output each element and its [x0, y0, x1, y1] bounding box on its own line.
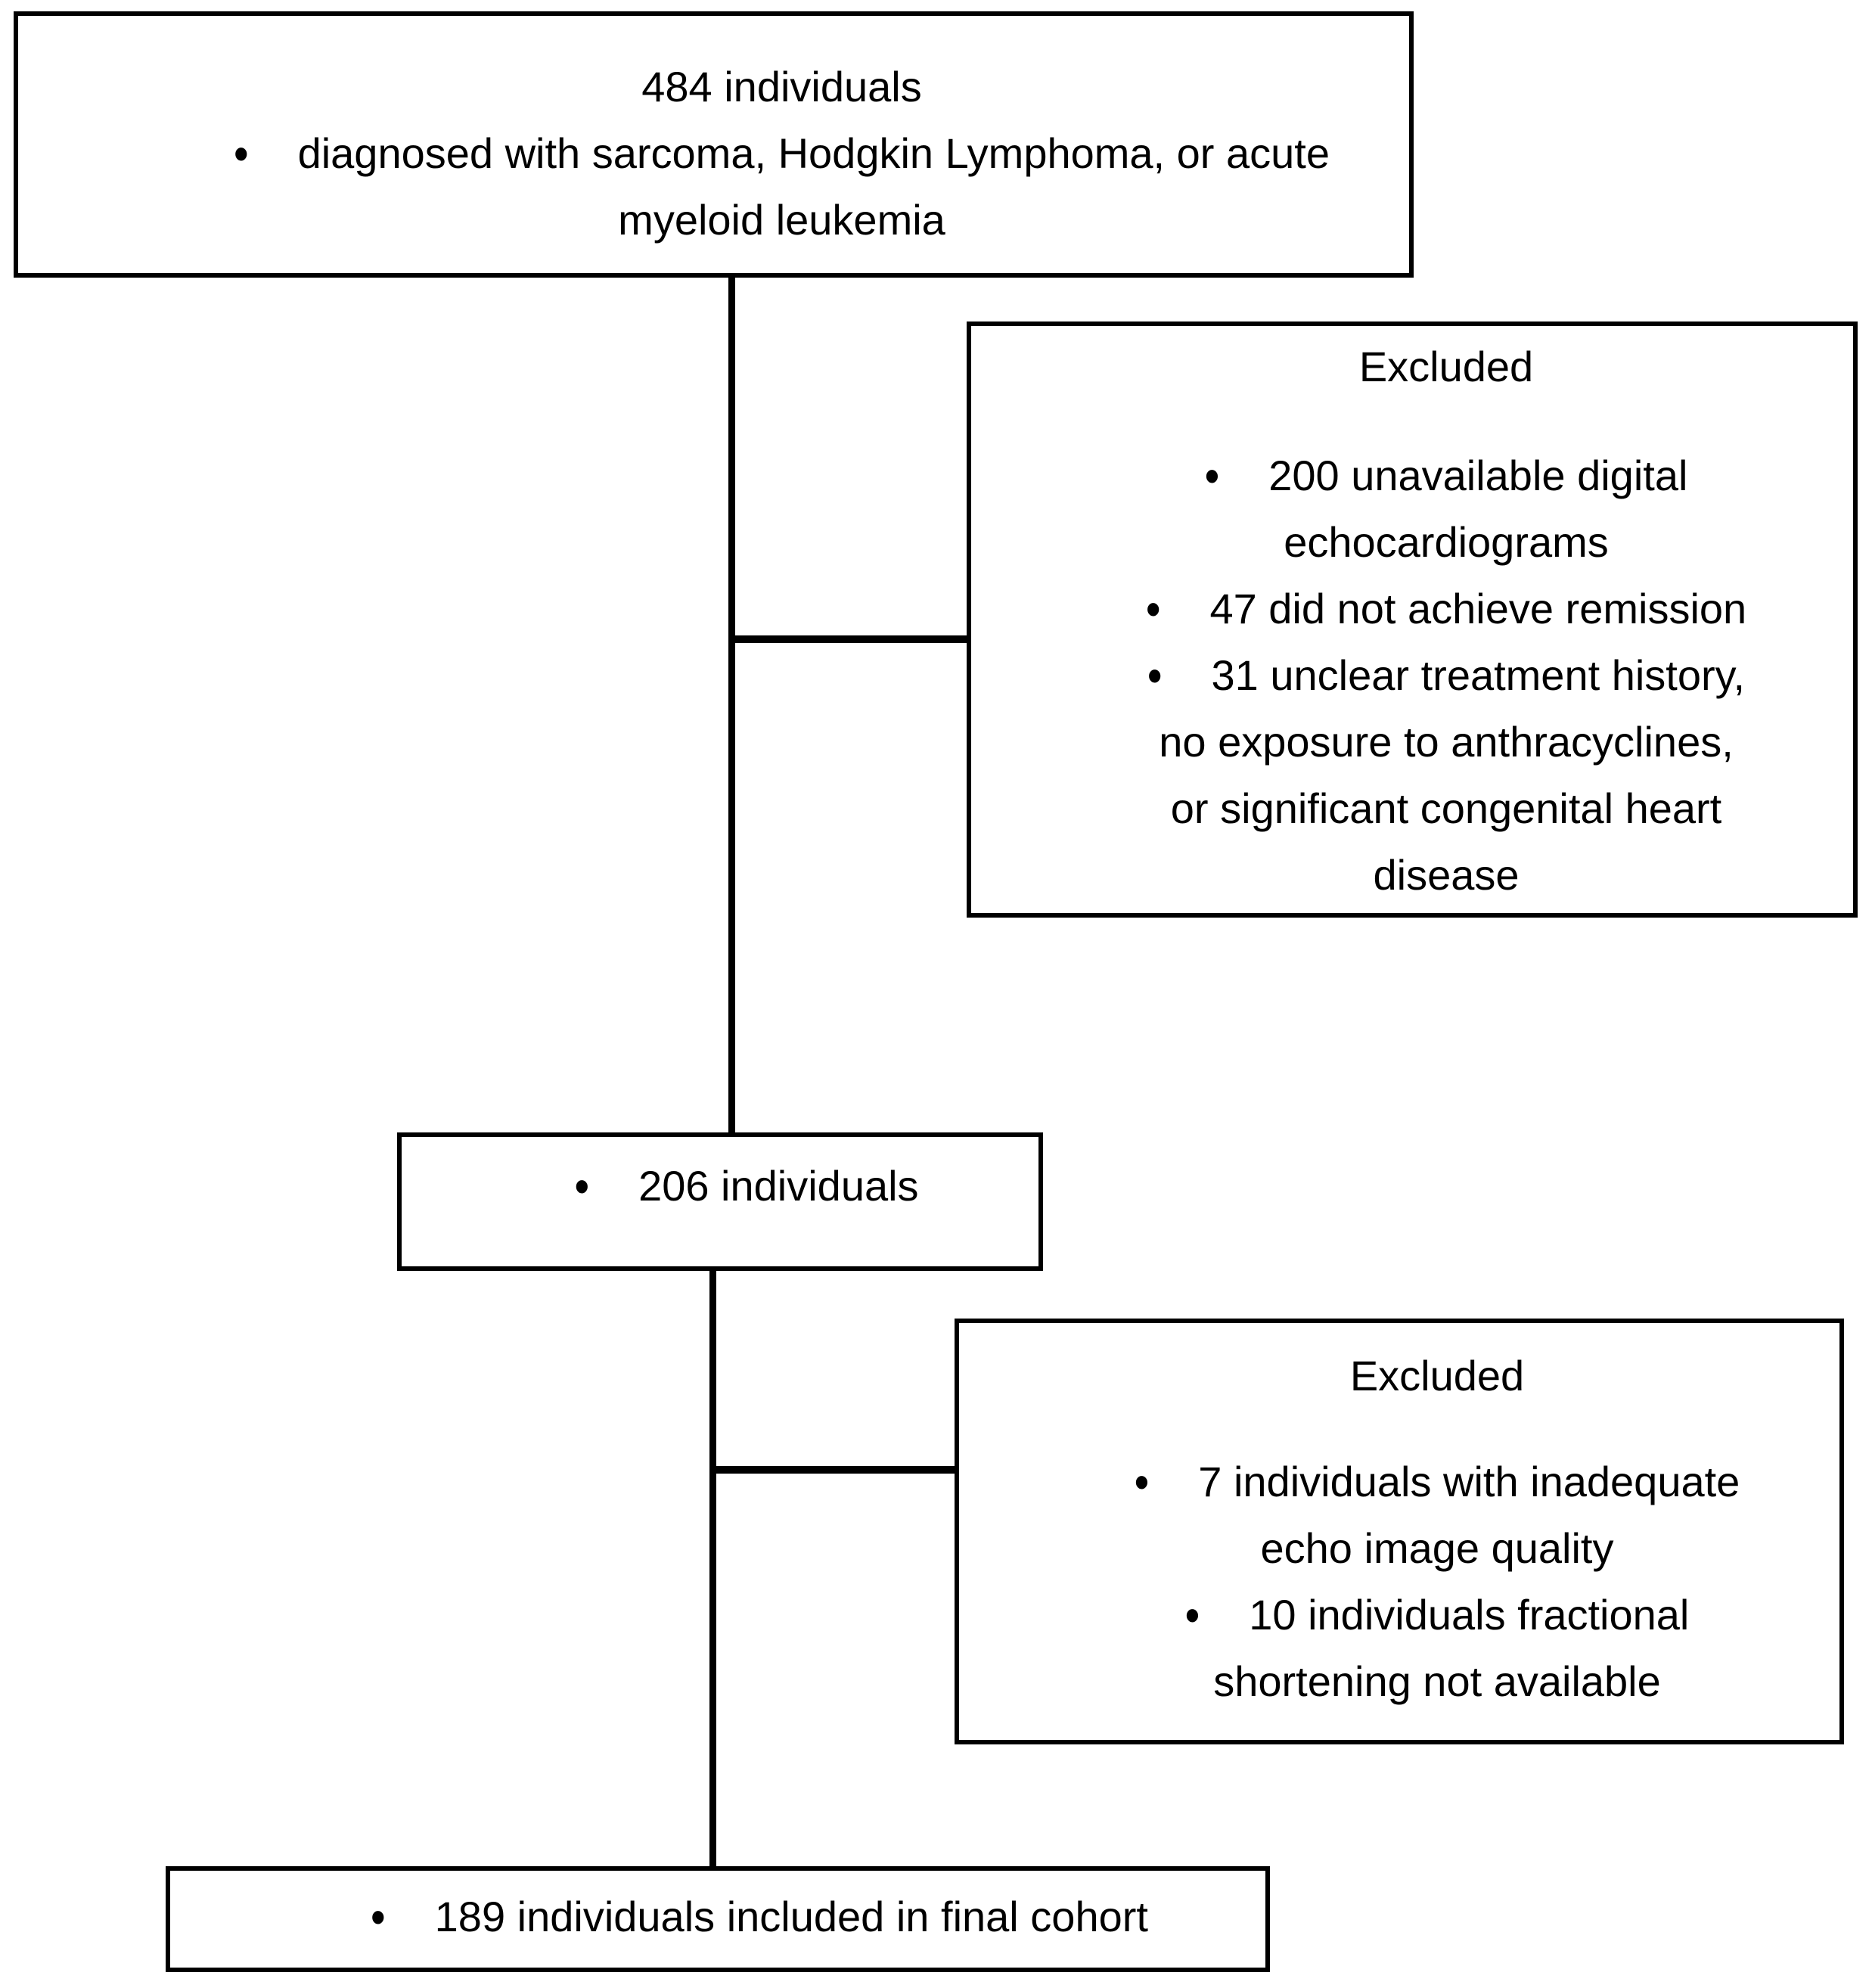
- bullet-marker-icon: •: [1184, 1587, 1200, 1642]
- remaining-box-count-text: 206 individuals: [638, 1162, 919, 1210]
- excluded-box-2-bullet-1-line-2: echo image quality: [1050, 1515, 1824, 1582]
- connector-stem-top-to-remaining: [728, 277, 735, 1135]
- start-box-count-line: 484 individuals: [177, 54, 1386, 120]
- start-box-bullet-text-1: diagnosed with sarcoma, Hodgkin Lymphoma…: [297, 129, 1330, 177]
- excluded-box-2-bullet-2-line-1: • 10 individuals fractional: [1050, 1582, 1824, 1648]
- start-box-count-text: 484 individuals: [641, 63, 922, 110]
- excluded-box-2-bullet-1-text-1: 7 individuals with inadequate: [1198, 1458, 1740, 1505]
- excluded-box-1-heading-text: Excluded: [1358, 343, 1534, 390]
- start-box-bullet-text-2: myeloid leukemia: [618, 196, 945, 244]
- final-cohort-box: • 189 individuals included in final cohor…: [166, 1866, 1270, 1972]
- bullet-marker-icon: •: [1147, 648, 1163, 703]
- excluded-box-1-bullet-2-text-1: 47 did not achieve remission: [1209, 585, 1747, 632]
- excluded-box-1-bullet-3-line-1: • 31 unclear treatment history,: [1058, 642, 1834, 709]
- start-box: 484 individuals • diagnosed with sarcoma,…: [14, 11, 1414, 278]
- excluded-box-1-bullet-1-line-2: echocardiograms: [1058, 509, 1834, 576]
- excluded-box-2-bullet-1-line-1: • 7 individuals with inadequate: [1050, 1449, 1824, 1515]
- excluded-box-2-bullet-2-line-2: shortening not available: [1050, 1648, 1824, 1715]
- excluded-box-2-bullet-2-text-2: shortening not available: [1213, 1657, 1661, 1705]
- excluded-box-1-bullet-2-line-1: • 47 did not achieve remission: [1058, 576, 1834, 642]
- bullet-marker-icon: •: [371, 1889, 386, 1944]
- excluded-box-2-heading-text: Excluded: [1349, 1352, 1525, 1399]
- connector-branch-to-excluded-1: [728, 635, 969, 643]
- start-box-bullet-line-1: • diagnosed with sarcoma, Hodgkin Lymphom…: [177, 120, 1386, 187]
- excluded-box-2: Excluded •7 individuals with inadequate …: [955, 1319, 1844, 1744]
- connector-stem-remaining-to-final: [709, 1268, 716, 1869]
- excluded-box-1-bullet-3-line-4: disease: [1058, 842, 1834, 909]
- final-box-count-text: 189 individuals included in final cohort: [434, 1893, 1148, 1940]
- excluded-box-1-bullet-3-line-3: or significant congenital heart: [1058, 775, 1834, 842]
- final-box-bullet-line: • 189 individuals included in final cohor…: [272, 1884, 1246, 1950]
- excluded-box-1-bullet-1-line-1: • 200 unavailable digital: [1058, 443, 1834, 509]
- excluded-box-2-bullet-2-text-1: 10 individuals fractional: [1249, 1591, 1690, 1639]
- excluded-box-1-bullet-3-text-1: 31 unclear treatment history,: [1211, 651, 1746, 699]
- excluded-box-1-bullet-3-line-2: no exposure to anthracyclines,: [1058, 709, 1834, 775]
- bullet-marker-icon: •: [1204, 448, 1220, 503]
- bullet-marker-icon: •: [1134, 1454, 1150, 1509]
- excluded-box-1-bullet-1-text-2: echocardiograms: [1284, 518, 1609, 566]
- bullet-marker-icon: •: [574, 1158, 590, 1213]
- excluded-box-1: Excluded • 200 unavailable digital echoca…: [967, 321, 1858, 918]
- remaining-box-bullet-line: • 206 individuals: [470, 1153, 1023, 1219]
- excluded-box-1-bullet-3-text-3: or significant congenital heart: [1170, 784, 1722, 832]
- excluded-box-1-bullet-3-text-2: no exposure to anthracyclines,: [1159, 718, 1734, 766]
- excluded-box-1-bullet-3-text-4: disease: [1373, 851, 1520, 899]
- excluded-box-2-bullet-1-text-2: echo image quality: [1260, 1524, 1614, 1572]
- bullet-marker-icon: •: [233, 126, 249, 181]
- remaining-box: • 206 individuals: [397, 1132, 1043, 1271]
- excluded-box-2-heading: Excluded: [1050, 1343, 1824, 1409]
- connector-branch-to-excluded-2: [709, 1466, 957, 1474]
- bullet-marker-icon: •: [1145, 581, 1161, 636]
- excluded-box-1-heading: Excluded: [1058, 334, 1834, 400]
- start-box-bullet-line-2: myeloid leukemia: [177, 187, 1386, 253]
- excluded-box-1-bullet-1-text-1: 200 unavailable digital: [1268, 452, 1688, 499]
